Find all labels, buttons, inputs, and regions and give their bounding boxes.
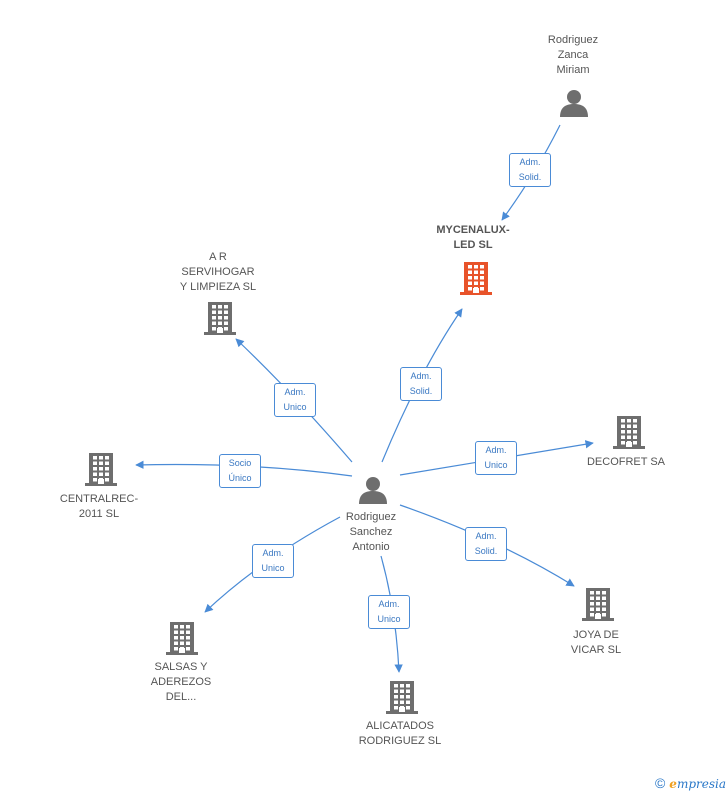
node-icon[interactable] bbox=[613, 415, 645, 454]
building-icon bbox=[386, 681, 418, 714]
node-icon[interactable] bbox=[204, 301, 236, 340]
node-label[interactable]: MYCENALUX- LED SL bbox=[436, 223, 509, 253]
node-icon[interactable] bbox=[85, 452, 117, 491]
person-icon bbox=[560, 90, 588, 117]
edge-label-line: Adm. bbox=[378, 599, 400, 609]
edge-label[interactable]: Adm. Unico bbox=[274, 383, 316, 417]
edge-label-line: Unico bbox=[261, 563, 285, 573]
node-label[interactable]: SALSAS Y ADEREZOS DEL... bbox=[151, 660, 212, 705]
node-label-line: Sanchez bbox=[349, 526, 393, 538]
edge-label[interactable]: Adm. Solid. bbox=[465, 527, 507, 561]
node-icon[interactable] bbox=[386, 680, 418, 719]
edge-label-line: Único bbox=[228, 473, 252, 483]
copyright-symbol: © bbox=[654, 775, 666, 791]
node-label-line: SALSAS Y bbox=[154, 661, 208, 673]
node-label-line: DEL... bbox=[165, 691, 197, 703]
edge-label[interactable]: Adm. Unico bbox=[475, 441, 517, 475]
edge-label-line: Unico bbox=[377, 614, 401, 624]
edge-label-line: Adm. bbox=[519, 157, 541, 167]
edge-label[interactable]: Adm. Unico bbox=[368, 595, 410, 629]
edge-label-line: Adm. bbox=[475, 531, 497, 541]
edge-label[interactable]: Adm. Unico bbox=[252, 544, 294, 578]
node-icon[interactable] bbox=[460, 261, 492, 300]
node-label-line: DECOFRET SA bbox=[586, 456, 666, 468]
edge-label-line: Adm. bbox=[410, 371, 432, 381]
building-icon bbox=[85, 453, 117, 486]
node-label-line: Rodriguez bbox=[547, 34, 599, 46]
edge-label-line: Adm. bbox=[262, 548, 284, 558]
edge-label-line: Solid. bbox=[474, 546, 498, 556]
node-label-line: Antonio bbox=[352, 541, 390, 553]
node-label-line: Rodriguez bbox=[345, 511, 397, 523]
node-icon[interactable] bbox=[582, 587, 614, 626]
node-label-line: CENTRALREC- bbox=[59, 493, 139, 505]
brand-logo: empresia bbox=[669, 777, 726, 791]
node-icon[interactable] bbox=[166, 621, 198, 660]
building-icon bbox=[166, 622, 198, 655]
node-label-line: Miriam bbox=[556, 64, 590, 76]
node-label-line: RODRIGUEZ SL bbox=[358, 735, 442, 747]
node-label-line: 2011 SL bbox=[78, 508, 120, 520]
node-label-line: LED SL bbox=[453, 239, 493, 251]
node-label[interactable]: DECOFRET SA bbox=[587, 455, 665, 470]
edge-label-line: Adm. bbox=[485, 445, 507, 455]
node-label-line: ALICATADOS bbox=[365, 720, 435, 732]
footer-brand[interactable]: ©empresia bbox=[655, 775, 726, 791]
node-icon[interactable] bbox=[358, 476, 388, 509]
edge-label-line: Unico bbox=[484, 460, 508, 470]
node-label[interactable]: A R SERVIHOGAR Y LIMPIEZA SL bbox=[180, 250, 256, 295]
node-label[interactable]: CENTRALREC- 2011 SL bbox=[60, 492, 138, 522]
node-icon[interactable] bbox=[559, 89, 589, 122]
node-label-line: SERVIHOGAR bbox=[181, 266, 255, 278]
node-label-line: A R bbox=[209, 251, 227, 263]
node-label-line: Zanca bbox=[557, 49, 589, 61]
building-icon bbox=[204, 302, 236, 335]
node-label[interactable]: JOYA DE VICAR SL bbox=[571, 628, 621, 658]
node-label-line: MYCENALUX- bbox=[436, 224, 510, 236]
building-icon bbox=[460, 262, 492, 295]
edge-label-line: Solid. bbox=[518, 172, 542, 182]
edge-label-line: Unico bbox=[283, 402, 307, 412]
node-label[interactable]: ALICATADOS RODRIGUEZ SL bbox=[359, 719, 442, 749]
node-label-line: ADEREZOS bbox=[150, 676, 212, 688]
node-label-line: JOYA DE bbox=[573, 629, 619, 641]
person-icon bbox=[359, 477, 387, 504]
edge-label-line: Adm. bbox=[284, 387, 306, 397]
building-icon bbox=[582, 588, 614, 621]
edge-label-line: Socio bbox=[228, 458, 252, 468]
building-icon bbox=[613, 416, 645, 449]
edge-label-line: Solid. bbox=[409, 386, 433, 396]
node-label-line: Y LIMPIEZA SL bbox=[179, 281, 257, 293]
node-label-line: VICAR SL bbox=[570, 644, 622, 656]
edge-label[interactable]: Adm. Solid. bbox=[400, 367, 442, 401]
edge-label[interactable]: Adm. Solid. bbox=[509, 153, 551, 187]
